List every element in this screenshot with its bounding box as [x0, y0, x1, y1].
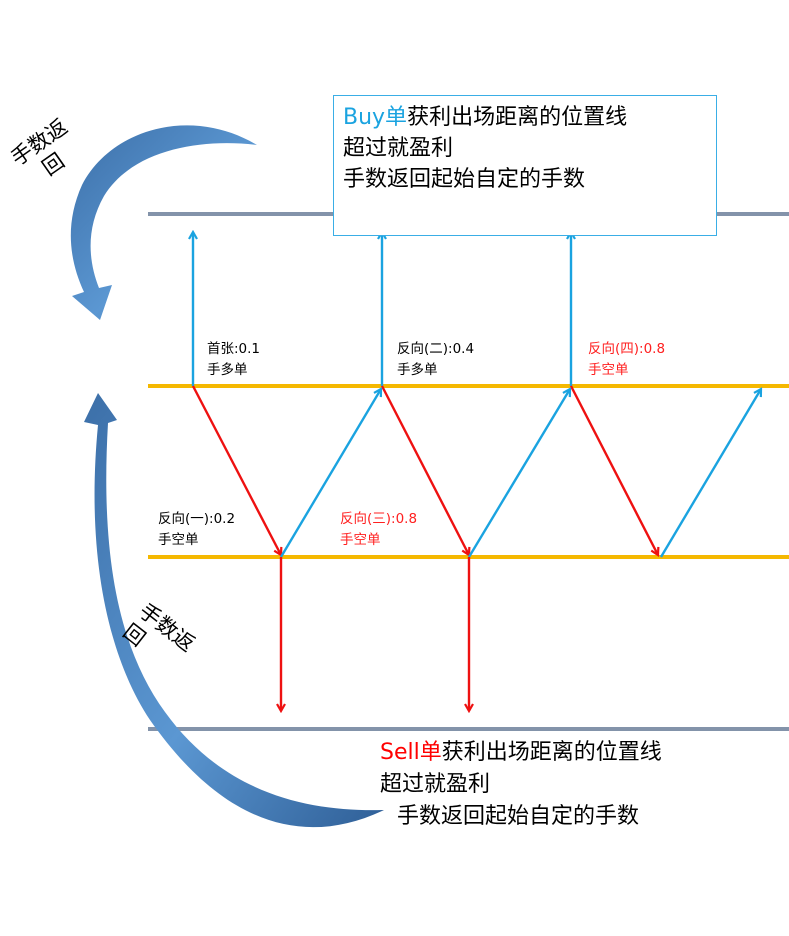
- order-reverse-3-size: 反向(三):0.8: [340, 511, 418, 527]
- top-curved-arrow: [70, 125, 257, 320]
- sell-info-line3: 手数返回起始自定的手数: [397, 804, 640, 829]
- order-reverse-1-label: 反向(一):0.2 手空单: [158, 509, 235, 551]
- buy-up-diag-2: [467, 389, 570, 558]
- order-reverse-4-type: 手空单: [588, 362, 629, 378]
- sell-down-arrow-3: [569, 385, 658, 555]
- order-reverse-3-type: 手空单: [340, 532, 381, 548]
- order-reverse-1-type: 手空单: [158, 532, 199, 548]
- order-reverse-3-label: 反向(三):0.8 手空单: [340, 509, 417, 551]
- buy-info-box: [333, 95, 717, 236]
- sell-down-arrow-2: [380, 385, 469, 555]
- sell-down-arrow-1: [191, 385, 281, 555]
- buy-info-line1: Buy单获利出场距离的位置线: [343, 102, 627, 133]
- buy-up-diag-1: [279, 389, 381, 558]
- order-first-type: 手多单: [207, 362, 248, 378]
- order-reverse-2-label: 反向(二):0.4 手多单: [397, 339, 474, 381]
- order-first-label: 首张:0.1 手多单: [207, 339, 260, 381]
- bottom-curved-arrow: [84, 393, 384, 828]
- buy-up-diag-3: [659, 389, 761, 558]
- order-first-size: 首张:0.1: [207, 341, 261, 357]
- buy-info-prefix: Buy单: [343, 105, 408, 130]
- sell-info-line2: 超过就盈利: [380, 772, 491, 797]
- buy-info-line2: 超过就盈利: [343, 136, 454, 161]
- buy-info-line1-rest: 获利出场距离的位置线: [407, 105, 628, 130]
- order-reverse-4-label: 反向(四):0.8 手空单: [588, 339, 665, 381]
- order-reverse-2-type: 手多单: [397, 362, 438, 378]
- order-reverse-2-size: 反向(二):0.4: [397, 341, 475, 357]
- sell-info-prefix: Sell单: [380, 740, 442, 765]
- sell-info-line1: Sell单获利出场距离的位置线: [380, 737, 662, 768]
- sell-info-line1-rest: 获利出场距离的位置线: [441, 740, 662, 765]
- buy-info-line3: 手数返回起始自定的手数: [343, 167, 586, 192]
- order-reverse-4-size: 反向(四):0.8: [588, 341, 666, 357]
- order-reverse-1-size: 反向(一):0.2: [158, 511, 236, 527]
